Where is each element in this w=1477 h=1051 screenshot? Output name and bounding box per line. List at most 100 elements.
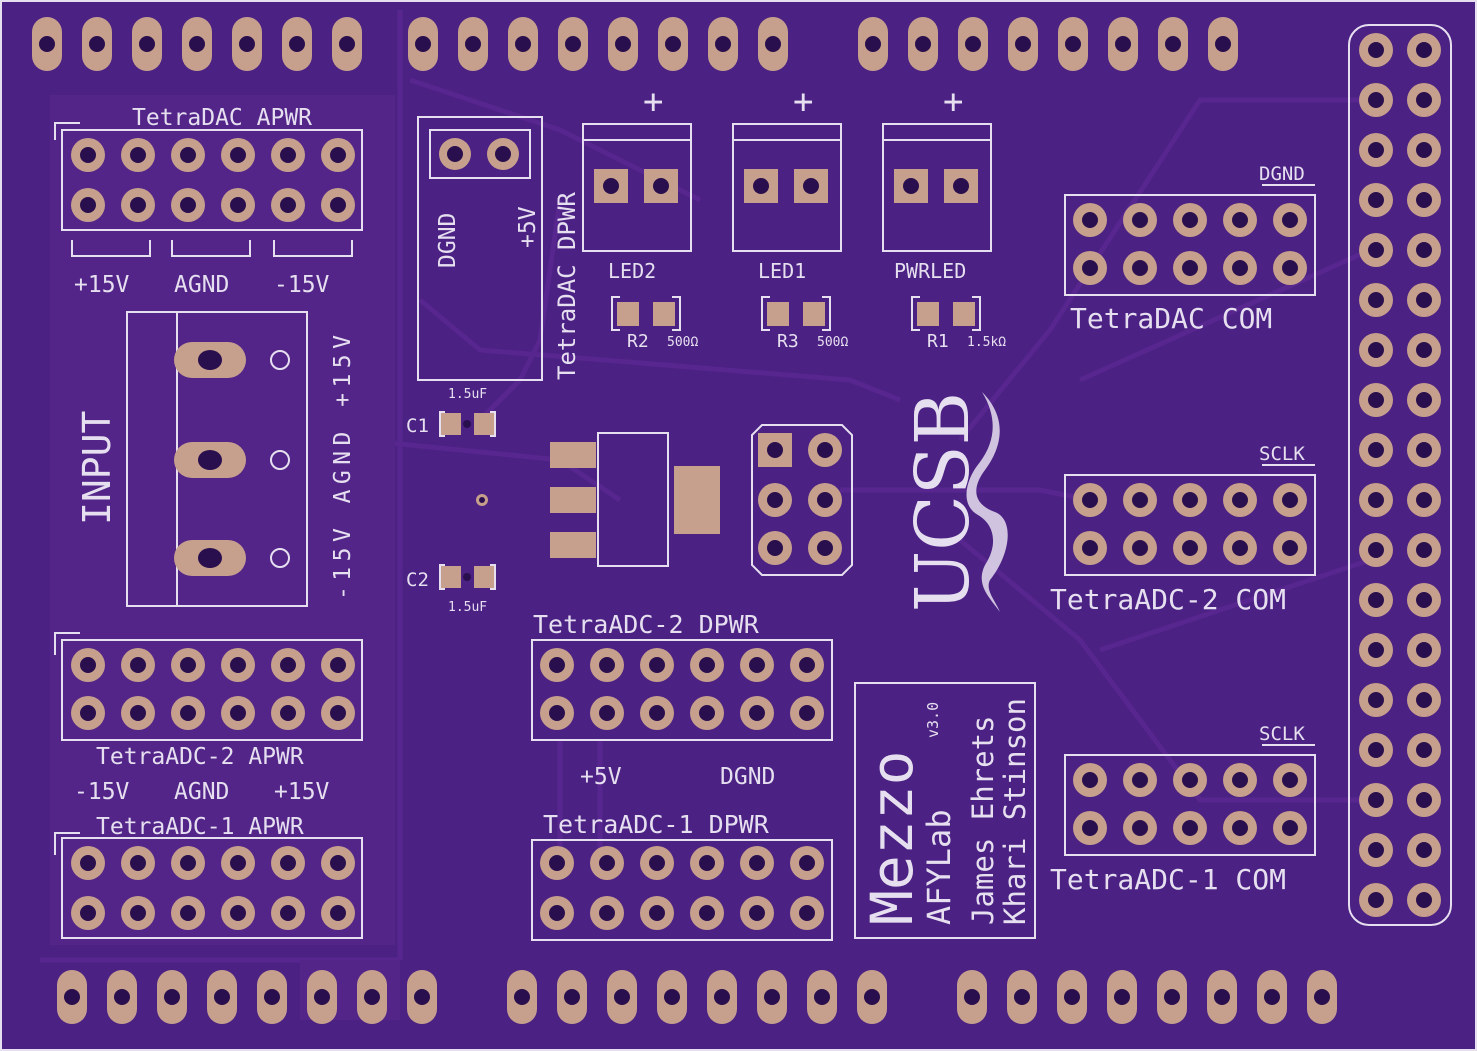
pin-hole bbox=[1368, 292, 1384, 308]
pin-header-grids bbox=[61, 129, 1316, 941]
pin-hole bbox=[1416, 742, 1432, 758]
tetradac-com-label: TetraDAC COM bbox=[1070, 302, 1272, 335]
pin-hole bbox=[180, 197, 196, 213]
pin-hole bbox=[1165, 36, 1181, 52]
pin-hole bbox=[330, 705, 346, 721]
c1-pad bbox=[474, 413, 494, 435]
pin-hole bbox=[1416, 92, 1432, 108]
pin-hole bbox=[749, 657, 765, 673]
pin-hole bbox=[1314, 989, 1330, 1005]
adc2-minus15-label: -15V bbox=[74, 779, 130, 805]
pin-hole bbox=[1416, 642, 1432, 658]
pin-hole bbox=[280, 657, 296, 673]
pin-hole bbox=[1368, 842, 1384, 858]
tetraadc1-apwr-label: TetraADC-1 APWR bbox=[96, 814, 304, 840]
pin-hole bbox=[214, 989, 230, 1005]
pin-hole bbox=[1182, 492, 1198, 508]
pin-hole bbox=[599, 657, 615, 673]
r1-label: R1 bbox=[927, 331, 949, 352]
dpwr-dgnd-label: DGND bbox=[720, 764, 775, 790]
r2-outline bbox=[611, 296, 681, 331]
pin-hole bbox=[1115, 36, 1131, 52]
pin-hole bbox=[280, 197, 296, 213]
c1-label: C1 bbox=[406, 415, 429, 437]
c2-outline bbox=[439, 564, 496, 590]
tetraadc1-com-tag: SCLK bbox=[1259, 723, 1305, 745]
tetraadc1-com-label: TetraADC-1 COM bbox=[1050, 863, 1286, 896]
pin-hole bbox=[64, 989, 80, 1005]
led1-label: LED1 bbox=[758, 259, 806, 283]
pwrled-hole bbox=[903, 178, 919, 194]
pin-hole bbox=[1132, 772, 1148, 788]
pin-hole bbox=[1368, 192, 1384, 208]
input-terminal-block bbox=[126, 311, 308, 607]
pin-hole bbox=[715, 36, 731, 52]
led2-hole bbox=[603, 178, 619, 194]
r3-label: R3 bbox=[777, 331, 799, 352]
pin-hole bbox=[280, 147, 296, 163]
pin-hole bbox=[649, 905, 665, 921]
dac-plus5-label: +5V bbox=[515, 206, 541, 248]
pin-hole bbox=[1182, 540, 1198, 556]
pin-hole bbox=[1232, 260, 1248, 276]
pin-hole bbox=[1182, 820, 1198, 836]
r2-pad bbox=[617, 302, 639, 326]
input-label: INPUT bbox=[75, 411, 119, 525]
mezzo-title: Mezzo bbox=[858, 750, 926, 925]
pin-hole bbox=[1082, 540, 1098, 556]
dpwr-plus5-label: +5V bbox=[580, 764, 622, 790]
pin-hole bbox=[514, 989, 530, 1005]
pin-hole bbox=[749, 705, 765, 721]
c2-pad bbox=[474, 566, 494, 588]
pin-hole bbox=[1416, 42, 1432, 58]
pin-hole bbox=[130, 855, 146, 871]
capacitors: 1.5uF C1 C2 1.5uF bbox=[406, 387, 496, 615]
pin-hole bbox=[1416, 792, 1432, 808]
r2-value: 500Ω bbox=[667, 335, 698, 350]
pin-hole bbox=[1132, 492, 1148, 508]
pin-hole bbox=[1014, 989, 1030, 1005]
pin-hole bbox=[1368, 592, 1384, 608]
pin-hole bbox=[1368, 42, 1384, 58]
dpwr-pin-hole bbox=[447, 146, 463, 162]
r3-pad bbox=[767, 302, 789, 326]
author1-label: James Ehrets bbox=[966, 715, 1000, 925]
c2-pad bbox=[441, 566, 461, 588]
terminal-hole bbox=[198, 350, 222, 370]
pin-hole bbox=[799, 855, 815, 871]
led1-hole bbox=[753, 178, 769, 194]
pin-hole bbox=[1282, 492, 1298, 508]
version-label: v3.0 bbox=[924, 702, 942, 738]
pin-hole bbox=[664, 989, 680, 1005]
pin-hole bbox=[1368, 892, 1384, 908]
terminal-marker bbox=[270, 450, 290, 470]
pin-hole bbox=[1416, 842, 1432, 858]
pin-hole bbox=[80, 905, 96, 921]
pin-hole bbox=[180, 657, 196, 673]
led1-plus: + bbox=[793, 82, 813, 122]
pin-hole bbox=[599, 705, 615, 721]
pin-hole bbox=[1368, 342, 1384, 358]
pin-hole bbox=[564, 989, 580, 1005]
pwrled-housing bbox=[882, 123, 992, 252]
pin-hole bbox=[230, 705, 246, 721]
header-outline bbox=[1064, 754, 1316, 856]
pin-hole bbox=[1132, 212, 1148, 228]
pin-hole bbox=[1282, 820, 1298, 836]
pin-hole bbox=[649, 657, 665, 673]
tetraadc2-apwr-corner bbox=[54, 632, 80, 655]
pin-hole bbox=[1368, 792, 1384, 808]
tetradac-dpwr-label: TetraDAC DPWR bbox=[553, 192, 581, 380]
terminal-marker bbox=[270, 548, 290, 568]
pin-hole bbox=[764, 989, 780, 1005]
pin-hole bbox=[965, 36, 981, 52]
pin-hole bbox=[565, 36, 581, 52]
pin-hole bbox=[230, 147, 246, 163]
pin-hole bbox=[1416, 142, 1432, 158]
pin-hole bbox=[164, 989, 180, 1005]
pin-hole bbox=[699, 855, 715, 871]
c1-outline bbox=[439, 411, 496, 437]
pin-hole bbox=[330, 855, 346, 871]
pin-hole bbox=[799, 905, 815, 921]
